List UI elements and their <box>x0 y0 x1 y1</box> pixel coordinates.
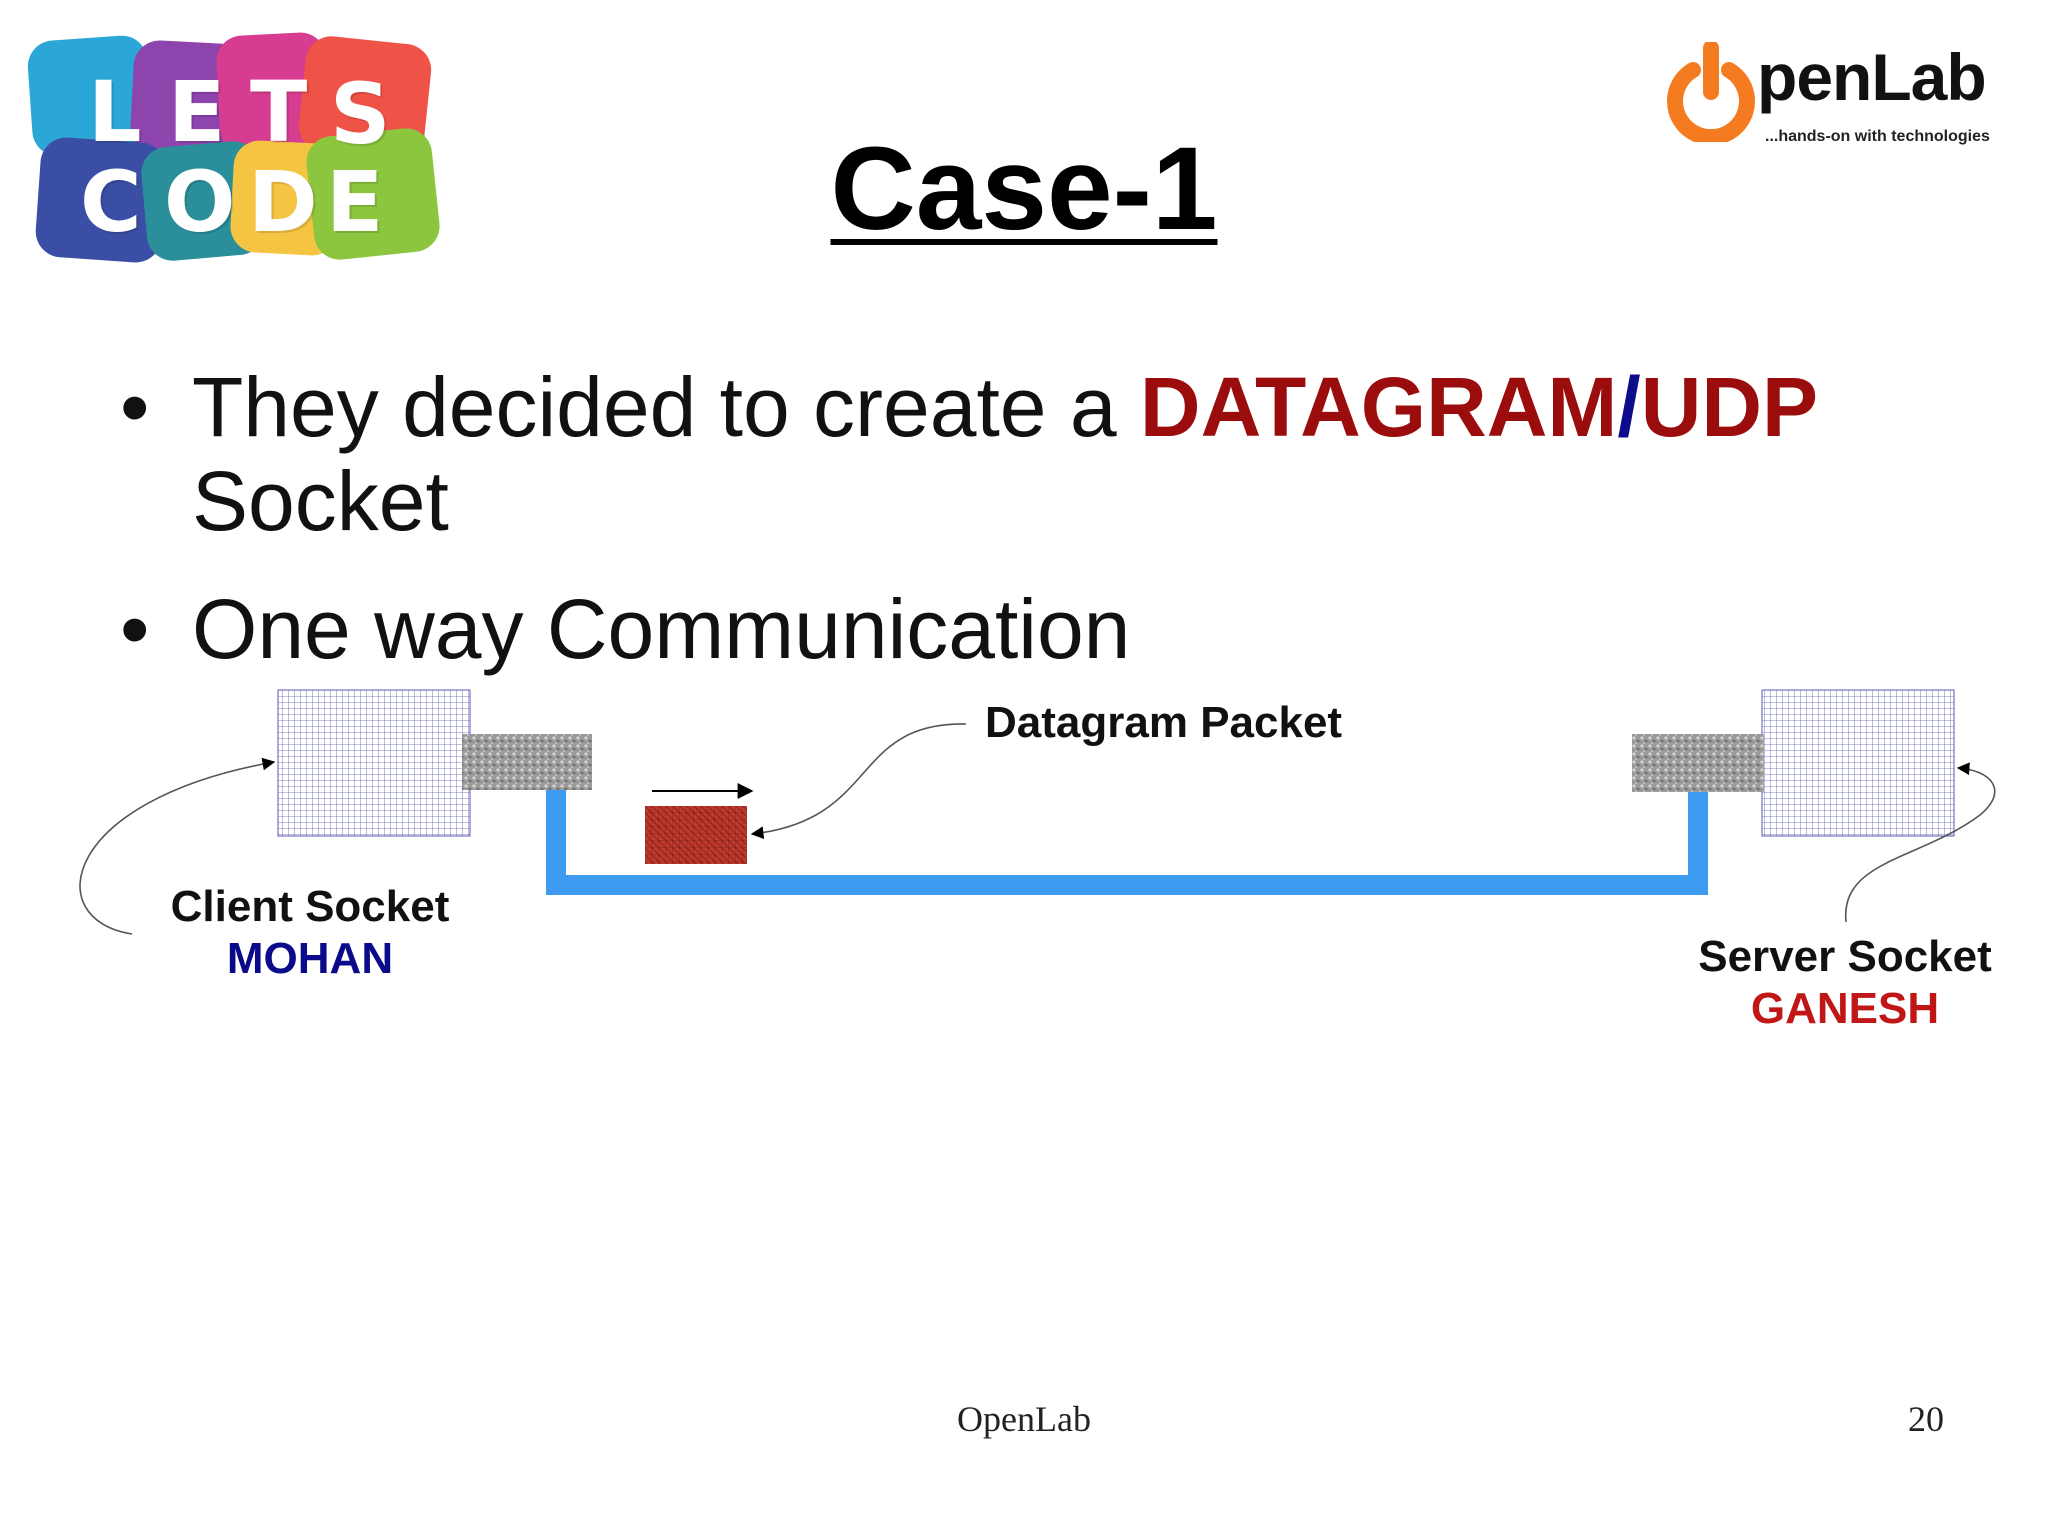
bullet-item: • One way Communication <box>120 582 2000 676</box>
bullet-text-cont: Socket <box>192 454 449 548</box>
slash-keyword: / <box>1617 360 1641 454</box>
slide-title: Case-1 <box>830 123 1218 255</box>
network-pipe <box>546 790 1708 895</box>
packet-callout <box>750 723 967 840</box>
lets-code-logo: L E T S C O D E <box>26 31 443 265</box>
logo-letter: C <box>80 153 142 251</box>
server-callout <box>1845 762 1996 923</box>
server-socket-label: Server Socket <box>1698 932 1992 981</box>
logo-letter: S <box>330 65 391 163</box>
client-socket-label: Client Socket <box>170 882 450 931</box>
logo-letter: D <box>248 153 318 251</box>
power-icon <box>1667 42 1755 142</box>
openlab-logo: penLab ...hands-on with technologies <box>1665 38 2005 148</box>
server-computer <box>1761 689 1955 837</box>
logo-letter: T <box>250 63 308 161</box>
datagram-packet <box>645 806 747 864</box>
bullet-marker: • <box>120 360 150 454</box>
client-port <box>462 734 592 790</box>
client-name: MOHAN <box>226 934 394 983</box>
logo-letter: E <box>326 153 384 251</box>
bullet-item: • They decided to create a DATAGRAM/UDP S… <box>120 360 2000 548</box>
footer-title: OpenLab <box>957 1399 1091 1439</box>
logo-letter: O <box>164 153 236 251</box>
page-number: 20 <box>1908 1399 1944 1439</box>
client-callout <box>79 757 276 935</box>
logo-letter: E <box>168 63 226 161</box>
udp-keyword: UDP <box>1640 360 1819 454</box>
client-computer <box>277 689 471 837</box>
bullet-list: • They decided to create a DATAGRAM/UDP S… <box>120 360 2000 676</box>
openlab-wordmark: penLab <box>1757 40 1987 114</box>
datagram-packet-label: Datagram Packet <box>985 698 1343 747</box>
openlab-tagline: ...hands-on with technologies <box>1765 128 1990 145</box>
logo-letter: L <box>88 63 142 161</box>
datagram-keyword: DATAGRAM <box>1139 360 1618 454</box>
bullet-text: They decided to create a <box>192 360 1140 454</box>
server-name: GANESH <box>1750 984 1940 1033</box>
bullet-marker: • <box>120 582 150 676</box>
server-port <box>1632 734 1764 792</box>
bullet-text: One way Communication <box>192 582 1131 676</box>
